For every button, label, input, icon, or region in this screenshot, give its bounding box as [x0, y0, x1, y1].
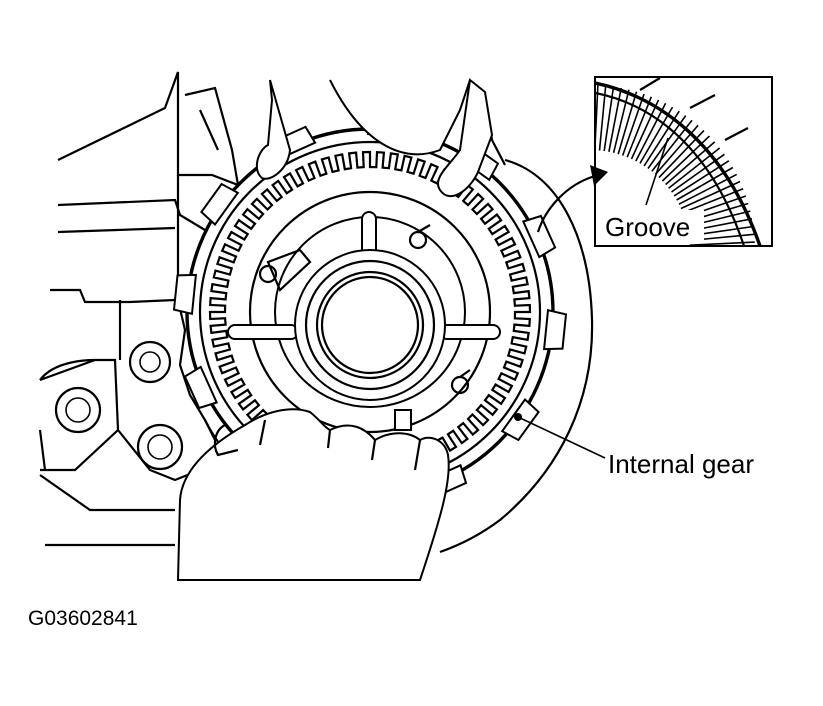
groove-label: Groove [605, 212, 690, 242]
groove-detail-inset: Groove [594, 76, 773, 247]
hand-top-left [255, 79, 292, 180]
internal-gear-label: Internal gear [608, 449, 754, 479]
callouts [514, 137, 669, 459]
figure-code: G03602841 [28, 607, 138, 630]
detail-arrow-head-icon [590, 165, 608, 186]
groove-leader-line [645, 137, 669, 206]
hand-bottom [176, 408, 450, 581]
housing-bosses [54, 340, 184, 471]
center-hub [294, 249, 446, 401]
detail-arrow-line [536, 174, 596, 233]
transmission-housing [38, 71, 594, 554]
hand-top-right [329, 78, 494, 198]
internal-gear-leader-line [517, 416, 606, 459]
